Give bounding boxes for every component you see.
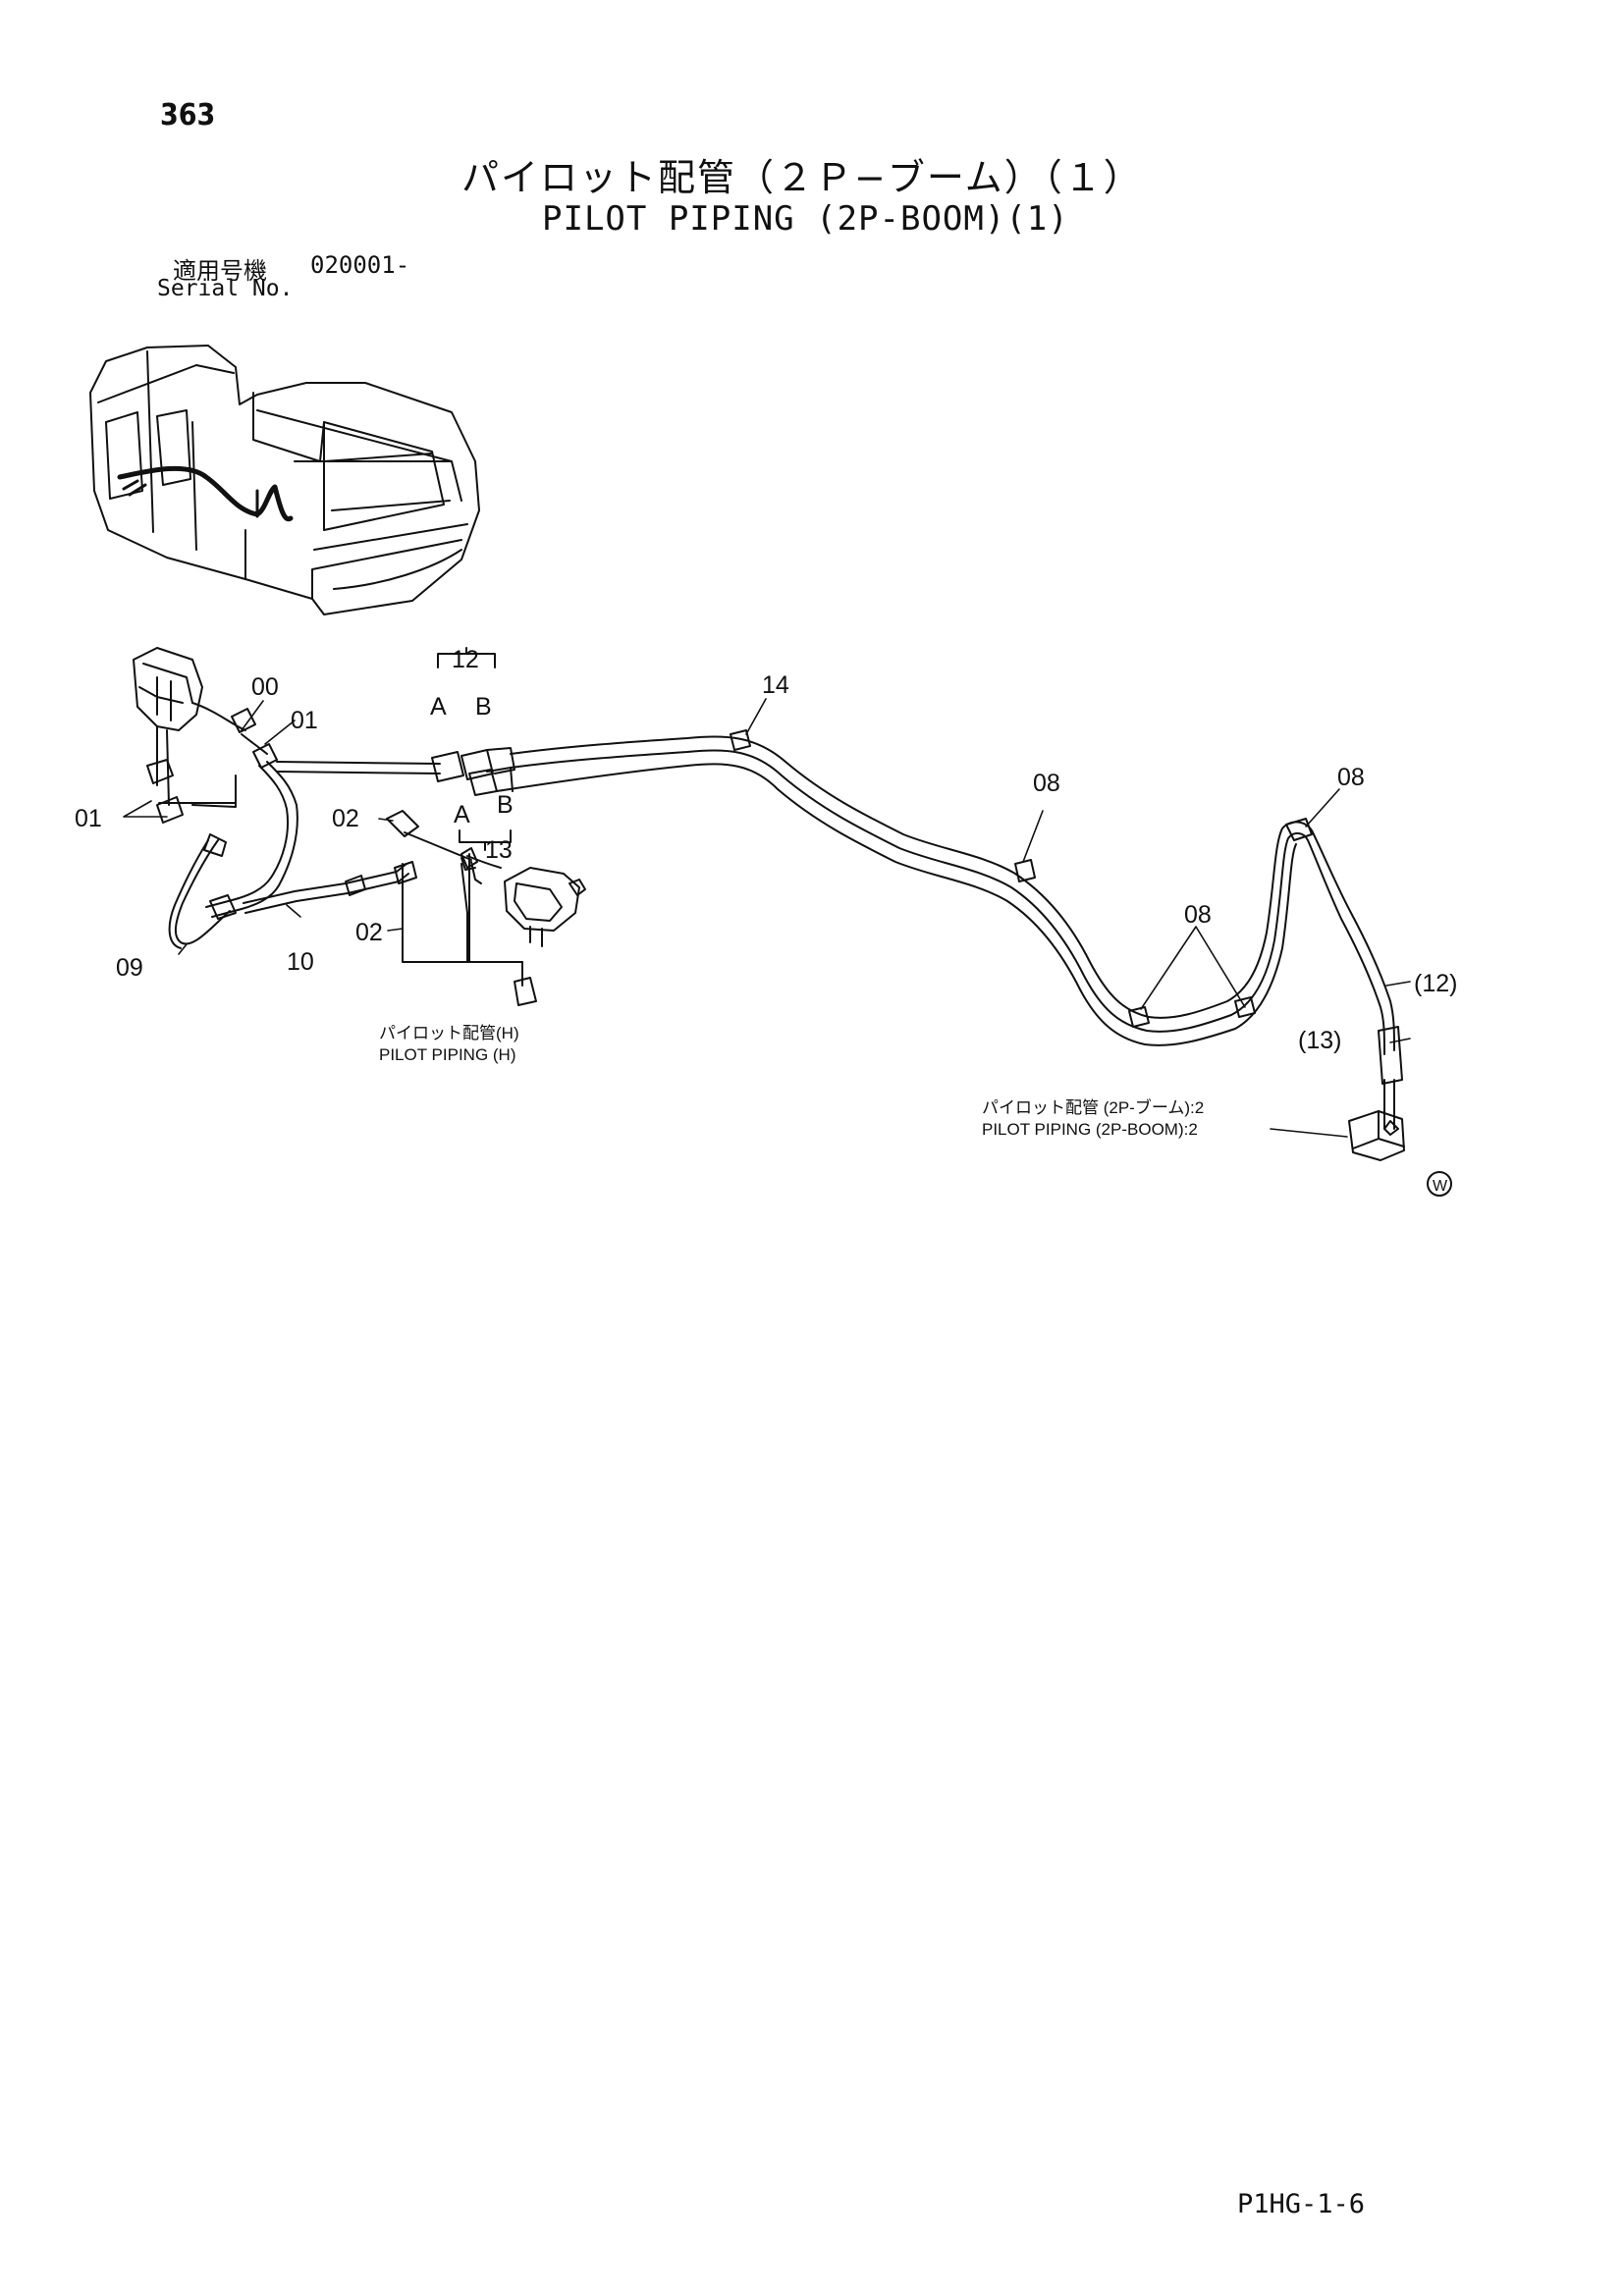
serial-label-ja: 適用号機 <box>173 257 267 285</box>
callout-12-a: A <box>430 693 447 721</box>
callout-00: 00 <box>251 673 279 701</box>
machine-overview-illustration <box>89 345 480 615</box>
ref-pilot-2p-ja: パイロット配管 (2P-ブーム):2 <box>982 1097 1204 1117</box>
pipe-run-main <box>158 761 441 949</box>
ref-pilot-2p-en: PILOT PIPING (2P-BOOM):2 <box>982 1120 1198 1139</box>
callout-13-paren: (13) <box>1298 1027 1341 1054</box>
leader-lines <box>123 698 1411 1138</box>
ref-pilot-h-ja: パイロット配管(H) <box>379 1024 519 1042</box>
hose-run-long <box>496 729 1403 1130</box>
page-title-en: PILOT PIPING (2P-BOOM)(1) <box>542 199 1069 239</box>
callout-12-b: B <box>475 693 492 721</box>
callout-13: 13 <box>485 836 513 864</box>
pilot-block-2p <box>1348 1110 1405 1161</box>
callout-14: 14 <box>762 671 789 699</box>
circle-w-label: W <box>1433 1178 1448 1195</box>
fitting-02-group <box>386 810 537 1006</box>
callout-08-mid: 08 <box>1033 770 1060 797</box>
callout-01-top: 01 <box>291 707 318 734</box>
callout-08-right: 08 <box>1337 764 1365 791</box>
serial-label-en: Serial No. <box>157 276 294 301</box>
callout-13-b: B <box>497 791 514 819</box>
connector-ab <box>431 647 515 851</box>
pilot-valve-left <box>133 647 278 824</box>
ref-pilot-h-en: PILOT PIPING (H) <box>379 1045 516 1064</box>
circle-w-mark <box>1427 1171 1452 1197</box>
footer-page-code: P1HG-1-6 <box>1237 2189 1366 2219</box>
callout-10: 10 <box>287 948 314 976</box>
control-valve-h <box>460 855 586 963</box>
callout-09: 09 <box>116 954 143 982</box>
callout-02-top: 02 <box>332 805 359 832</box>
page-title-ja: パイロット配管（２Ｐ−ブーム）（１） <box>461 156 1143 199</box>
callout-08-lower: 08 <box>1184 901 1212 929</box>
callout-02-bottom: 02 <box>355 919 383 946</box>
callout-01-left: 01 <box>75 805 102 832</box>
callout-13-a: A <box>454 801 470 828</box>
callout-12-paren: (12) <box>1414 970 1457 997</box>
callout-12: 12 <box>452 646 479 673</box>
page-number: 363 <box>160 98 216 133</box>
serial-value: 020001- <box>310 251 410 279</box>
